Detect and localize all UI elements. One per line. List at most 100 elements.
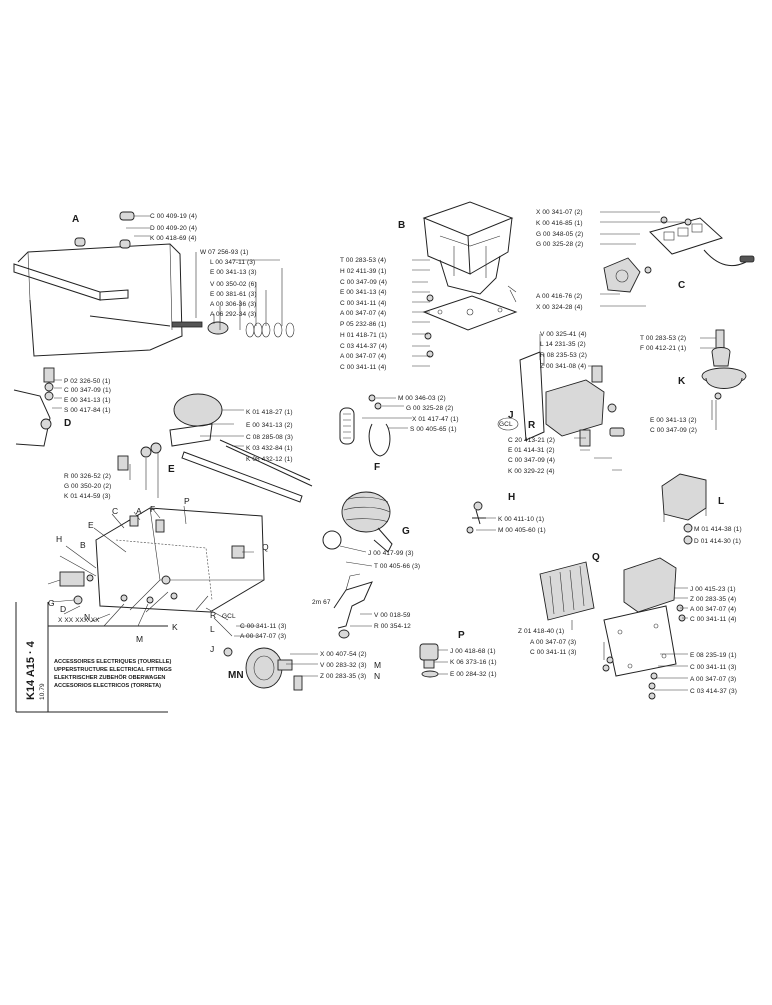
section-q-letter: Q (592, 552, 600, 563)
part-label: K 00 329-22 (4) (508, 468, 555, 475)
h-leaders (476, 517, 496, 531)
lamp-grille (343, 496, 391, 523)
section-h-letter: H (508, 492, 515, 503)
part-label: V 00 018-59 (374, 612, 411, 619)
part-label: C 00 341-11 (3) (690, 664, 737, 671)
wiper-motor (173, 393, 223, 427)
part-label: C 08 285-08 (3) (246, 434, 293, 441)
channel-dimension: 2m 67 (312, 599, 331, 606)
part-label: H 01 418-71 (1) (340, 332, 387, 339)
sheet-title-en: UPPERSTRUCTURE ELECTRICAL FITTINGS (54, 667, 172, 673)
overview-letter: E (88, 520, 94, 530)
fuse-block (59, 571, 85, 587)
p-leaders (434, 649, 448, 675)
ov-leaders (47, 505, 254, 637)
overview-letter: Q (262, 542, 269, 552)
part-label: A 00 347-07 (4) (340, 353, 386, 360)
channel-part-labels: V 00 018-59 R 00 354-12 (374, 612, 411, 630)
part-label: C 20 413-21 (2) (508, 437, 555, 444)
part-label: T 00 283-53 (4) (340, 257, 386, 264)
part-label: X 01 417-47 (1) (412, 416, 459, 423)
part-label: K 01 418-27 (1) (246, 409, 293, 416)
channel-cap (338, 629, 350, 639)
part-label: C 00 347-09 (4) (508, 457, 555, 464)
section-l-part-labels: M 01 414-38 (1) D 01 414-30 (1) (694, 526, 742, 545)
overview-letter: A (136, 506, 142, 516)
section-b-part-labels: T 00 283-53 (4) H 02 411-39 (1) C 00 347… (340, 257, 387, 371)
push-nut (421, 670, 439, 678)
part-label: C 00 341-11 (4) (340, 300, 387, 307)
tank-bar-end (99, 289, 129, 301)
overview-letter: R (210, 610, 216, 620)
overview-letter: C (112, 506, 118, 516)
tank-bar (13, 263, 101, 301)
lamp-block (661, 473, 707, 521)
plug-nose (277, 659, 293, 671)
section-p-part-labels: J 00 418-68 (1) K 06 373-16 (1) E 00 284… (450, 648, 497, 678)
section-f: F M 00 346-03 (2) G 00 325-28 (2) X 01 4… (339, 394, 459, 473)
gcl-label: GCL (499, 421, 513, 428)
wiper-blade (219, 439, 313, 487)
part-label: E 00 284-32 (1) (450, 671, 497, 678)
section-j-letter: J (508, 410, 514, 421)
part-label: E 08 235-19 (1) (690, 652, 737, 659)
part-label: C 00 347-09 (2) (650, 427, 697, 434)
part-label: S 00 405-65 (1) (410, 426, 457, 433)
beacon-base (705, 377, 743, 389)
part-label: K 08 432-12 (1) (246, 456, 293, 463)
part-label: A 00 347-07 (3) (690, 676, 736, 683)
part-label: C 00 341-11 (3) (530, 649, 577, 656)
base-plate (422, 295, 518, 331)
connector (207, 321, 229, 335)
section-l: L M 01 414-38 (1) D 01 414-30 (1) (661, 473, 742, 545)
push-stem (423, 659, 435, 669)
part-label: G 00 348-05 (2) (536, 231, 583, 238)
lamp-housing (341, 491, 391, 533)
overview-letter: G (48, 598, 55, 608)
section-p: P J 00 418-68 (1) K 06 373-16 (1) E 00 2… (419, 630, 497, 678)
section-k-letter: K (678, 376, 686, 387)
control-box (623, 557, 677, 613)
overview-cab: A B C D E F G H J K L M N P Q R GCL (47, 496, 269, 654)
heat-sink (539, 561, 595, 621)
part-label: P 05 232-86 (1) (340, 321, 387, 328)
d-leaders (52, 379, 62, 409)
section-g-part-labels: J 00 417-99 (3) T 00 405-66 (3) (368, 550, 420, 570)
relay-terminal (591, 365, 603, 383)
box-ribs (439, 235, 501, 278)
f-leaders (362, 397, 412, 429)
part-label: C 00 347-09 (1) (64, 387, 111, 394)
overview-letter: M (136, 634, 143, 644)
part-label: J 00 418-68 (1) (450, 648, 496, 655)
part-label: Z 00 341-08 (4) (540, 363, 586, 370)
k-bolt (715, 329, 725, 351)
filler-cap-3 (119, 239, 131, 249)
sheet-titles: ACCESSOIRES ELECTRIQUES (TOURELLE) UPPER… (54, 659, 172, 689)
section-h: H K 00 411-10 (1) M 00 405-60 (1) (466, 492, 546, 534)
overview-letter: H (56, 534, 62, 544)
channel-leaders (350, 613, 372, 627)
section-a: A C 00 409-19 (4) D 00 409-20 (4) K 00 4… (13, 211, 295, 357)
part-label: V 00 325-41 (4) (540, 331, 587, 338)
part-label: Z 00 283-35 (4) (690, 596, 736, 603)
g-leaders (339, 545, 373, 567)
mn-leaders (234, 625, 318, 677)
bracket-plate (519, 351, 545, 441)
part-label: M 00 346-03 (2) (398, 395, 446, 402)
section-r-letter: R (528, 420, 536, 431)
mn-m-marker: M (374, 660, 381, 670)
overview-letters: A B C D E F G H J K L M N P Q R GCL (48, 496, 269, 654)
mn-n-marker: N (374, 671, 380, 681)
section-f-letter: F (374, 462, 380, 473)
title-block-frame (15, 602, 168, 713)
part-label: T 00 405-66 (3) (374, 563, 420, 570)
part-label: Z 01 418-40 (1) (518, 628, 564, 635)
part-label: G 00 325-28 (2) (406, 405, 453, 412)
cable-channel: 2m 67 V 00 018-59 R 00 354-12 (312, 573, 411, 639)
q-leaders (571, 587, 688, 691)
mount-plate (603, 605, 677, 677)
bolt (43, 367, 55, 383)
part-label: T 00 283-53 (2) (640, 335, 686, 342)
part-label: E 00 341-13 (3) (210, 269, 257, 276)
section-h-part-labels: K 00 411-10 (1) M 00 405-60 (1) (498, 516, 546, 534)
